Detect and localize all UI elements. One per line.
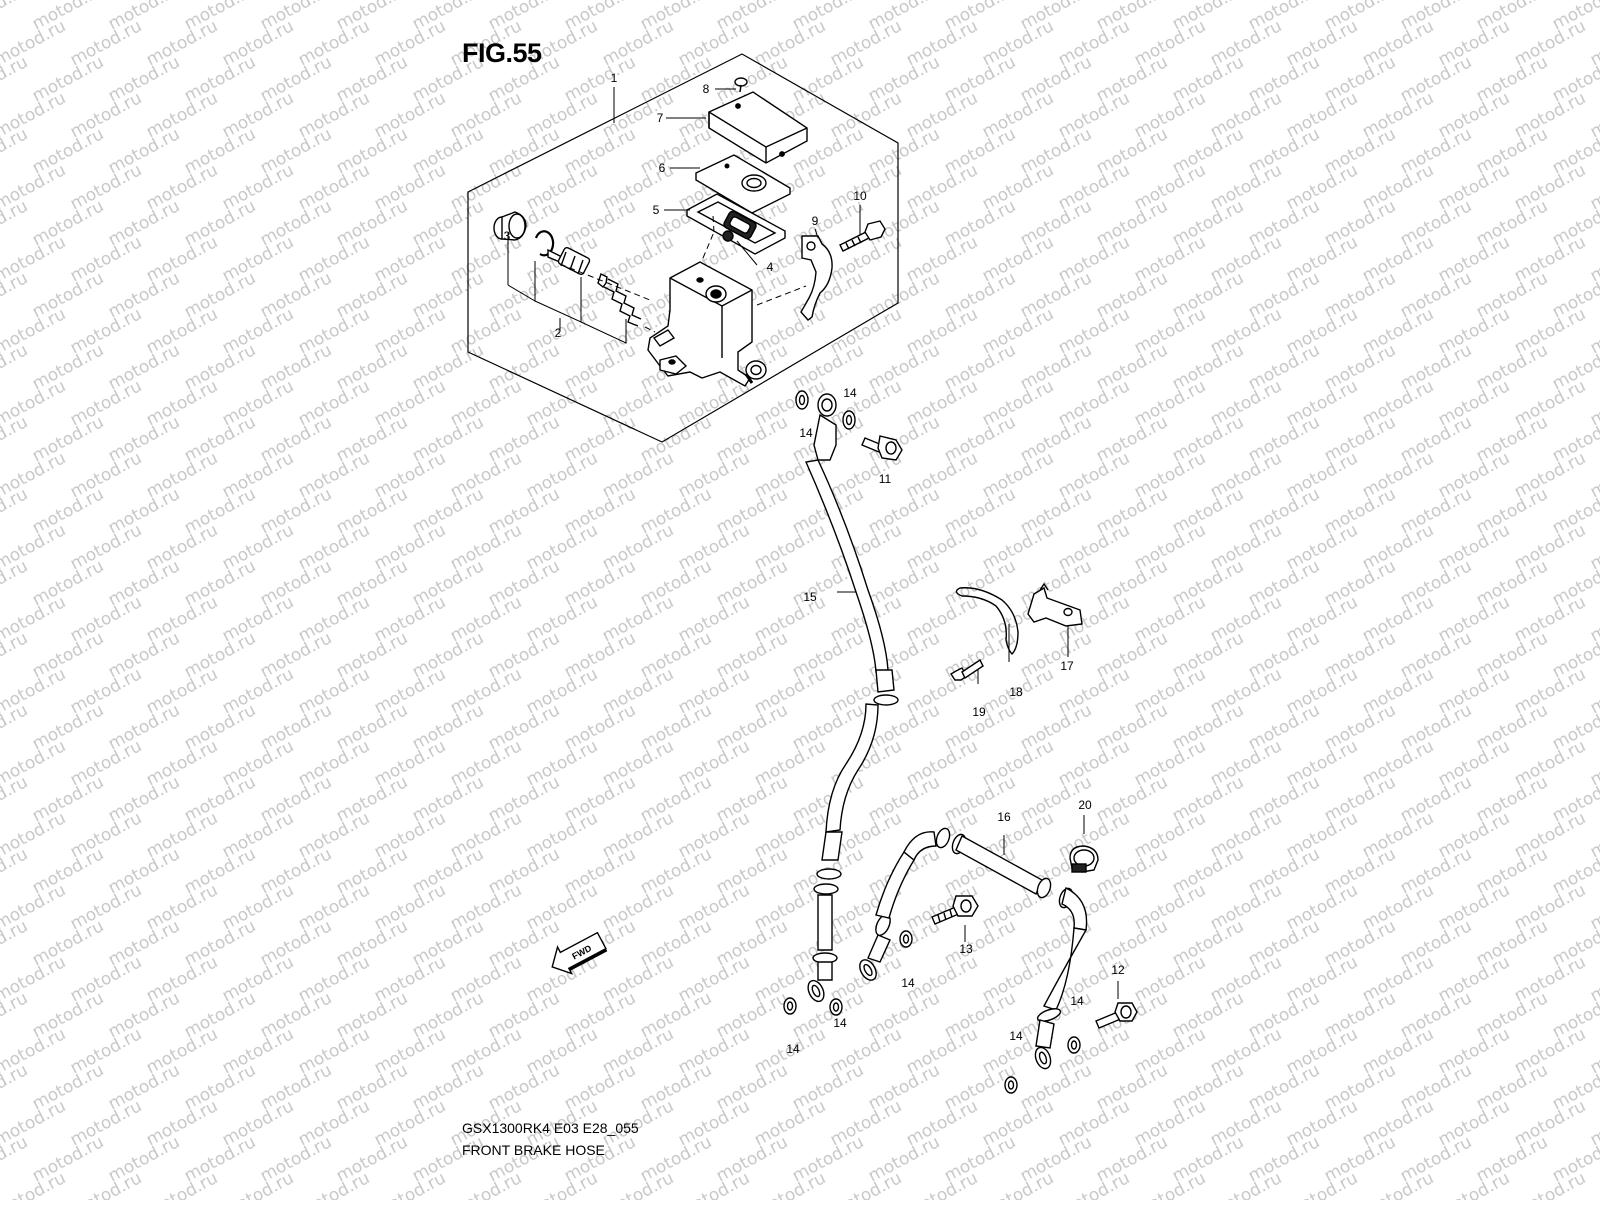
small-parts [931, 582, 1138, 1029]
assembly-lines [559, 215, 807, 333]
callout-14b: 14 [799, 426, 813, 440]
callout-15: 15 [803, 590, 817, 604]
clamp-part-9 [800, 235, 833, 321]
bolt-part-12 [1095, 1002, 1138, 1029]
circlip [534, 230, 555, 257]
callout-14d: 14 [786, 1042, 800, 1056]
callout-4: 4 [767, 260, 774, 274]
master-cylinder-body [647, 261, 767, 387]
master-cylinder-group [493, 77, 886, 387]
bracket-part-17 [1027, 582, 1083, 627]
callout-5: 5 [653, 203, 660, 217]
watermark-text: motod.ru [0, 340, 31, 394]
kit-frame [467, 53, 899, 443]
callout-18: 18 [1009, 685, 1023, 699]
watermark-text: motod.ru [0, 772, 31, 826]
watermark-text: motod.ru [0, 52, 31, 106]
callout-12: 12 [1111, 963, 1125, 977]
watermark-text: motod.ru [0, 124, 31, 178]
callout-3: 3 [504, 229, 511, 243]
clamp-part-20 [1069, 845, 1099, 873]
watermark-text: motod.ru [0, 1132, 31, 1186]
watermark-text: motod.ru [0, 484, 31, 538]
watermark-text: motod.ru [0, 0, 31, 34]
callout-14a: 14 [843, 386, 857, 400]
callout-11: 11 [879, 472, 892, 486]
brake-hose-part-16 [859, 827, 1088, 1070]
callout-labels: 1 2 3 4 5 6 7 8 9 10 11 12 13 14 14 14 1… [504, 71, 1125, 1056]
callout-6: 6 [659, 161, 666, 175]
callout-14g: 14 [1009, 1029, 1023, 1043]
callout-20: 20 [1078, 798, 1092, 812]
diagram-caption: FRONT BRAKE HOSE [462, 1142, 605, 1158]
watermark-text: motod.ru [0, 268, 31, 322]
watermark-text: motod.ru [0, 844, 31, 898]
screw-part-4 [722, 230, 734, 242]
callout-2: 2 [555, 326, 562, 340]
fwd-arrow-icon: FWD [551, 931, 608, 975]
watermark-text: motod.ru [0, 556, 31, 610]
callout-14c: 14 [833, 1016, 847, 1030]
watermark-text: motod.ru [0, 700, 31, 754]
watermark-text: motod.ru [1587, 1168, 1600, 1200]
diaphragm-part-5 [686, 193, 786, 255]
piston-part-2 [547, 246, 642, 327]
callout-7: 7 [657, 111, 664, 125]
reservoir-cover-part-7 [708, 91, 808, 164]
watermark-text: motod.ru [0, 412, 31, 466]
plate-part-6 [695, 154, 791, 214]
screw-part-8 [734, 77, 748, 93]
callout-9: 9 [812, 214, 819, 228]
callout-1: 1 [611, 71, 618, 85]
callout-19: 19 [972, 705, 986, 719]
callout-10: 10 [853, 189, 867, 203]
bolt-part-19 [950, 658, 984, 681]
callout-8: 8 [703, 82, 710, 96]
brake-hose-part-15 [795, 390, 903, 1003]
model-code: GSX1300RK4 E03 E28_055 [462, 1120, 639, 1136]
watermark-text: motod.ru [0, 916, 31, 970]
bolt-part-13 [931, 895, 979, 925]
watermark-text: motod.ru [0, 628, 31, 682]
watermark-text: motod.ru [0, 988, 31, 1042]
watermark-text: motod.ru [0, 196, 31, 250]
figure-title: FIG.55 [462, 38, 542, 68]
watermark-text: motod.ru [0, 1060, 31, 1114]
callout-14f: 14 [1070, 994, 1084, 1008]
callout-16: 16 [997, 810, 1011, 824]
callout-14e: 14 [901, 976, 915, 990]
leader-lines [507, 87, 1119, 999]
callout-17: 17 [1060, 659, 1074, 673]
callout-13: 13 [959, 942, 973, 956]
washer-group [783, 930, 1081, 1094]
wire-guide-part-18 [955, 587, 1019, 655]
